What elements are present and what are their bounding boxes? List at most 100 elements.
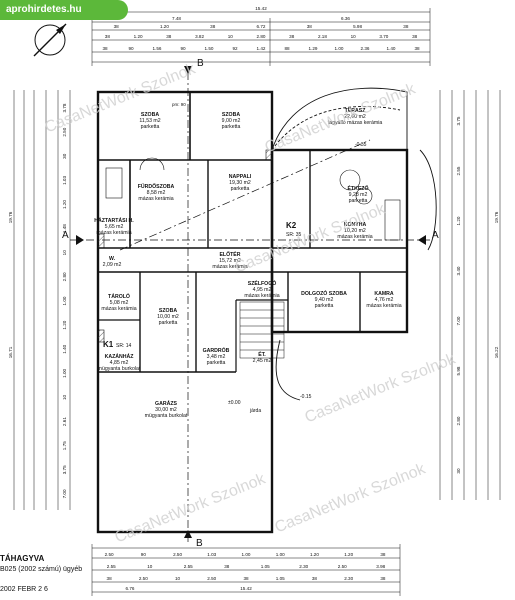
dim-top: 2.36	[361, 46, 370, 51]
dim-bottom: 2.30	[299, 564, 308, 569]
dim-top-total: 15.42	[255, 6, 267, 11]
dim-bottom-total: 15.42	[240, 586, 252, 591]
room-floor: parketta	[159, 320, 178, 326]
dim-top: 1.42	[257, 46, 266, 51]
room-floor: mügyanta burkolat	[145, 413, 188, 419]
walls	[96, 90, 409, 534]
dim-bottom: 1.20	[310, 552, 319, 557]
room-name: KAZÁNHÁZ	[105, 353, 135, 360]
dim-bottom: 1.00	[242, 552, 251, 557]
dim-top: 90	[128, 46, 134, 51]
dim-left: 1.20	[62, 200, 67, 209]
section-lines	[70, 72, 430, 542]
dim-top: 6.36	[341, 16, 350, 21]
dim-top: 3.82	[195, 34, 204, 39]
room-name: GARÁZS	[155, 400, 177, 407]
room-floor: mázas kerámia	[212, 264, 247, 270]
dim-bottom: 2.50	[173, 552, 182, 557]
dimension-lines-bottom	[91, 544, 401, 596]
dim-top: 38	[307, 24, 313, 29]
dim-top: 5.98	[353, 24, 362, 29]
dim-right-total: 19.76	[494, 211, 499, 223]
dim-bottom: 1.03	[207, 552, 216, 557]
dim-top: 38	[105, 34, 111, 39]
room-name: ÉTKEZŐ	[347, 184, 368, 192]
room-area: 5,08 m2	[110, 300, 129, 306]
approval-stamp-title: TÁHAGYVA	[0, 554, 45, 563]
room-area: 4,95 m2	[253, 287, 272, 293]
dim-top: 1.50	[205, 46, 214, 51]
room-name: TERASZ	[345, 108, 367, 114]
dim-bottom: 2.55	[107, 564, 116, 569]
dim-top: 1.00	[335, 46, 344, 51]
level-label-2: -0.35	[355, 142, 367, 148]
dim-top: 92	[232, 46, 238, 51]
dim-top: 90	[180, 46, 186, 51]
level-label: ±0.00	[228, 400, 241, 406]
room-area: 10,00 m2	[157, 314, 179, 320]
room-name: SZOBA	[159, 308, 177, 314]
room-area: 2,09 m2	[103, 262, 122, 268]
dim-left: 2.61	[62, 417, 67, 426]
room-area: 8,58 m2	[147, 190, 166, 196]
dim-left: 2.80	[62, 272, 67, 281]
dim-right: 30	[456, 468, 461, 474]
room-floor: mázas kerámia	[366, 303, 401, 309]
dim-right: 1.20	[456, 216, 461, 225]
section-a-right: A	[432, 230, 439, 241]
dim-bottom: 10	[175, 576, 181, 581]
room-area: 5,65 m2	[105, 224, 124, 230]
dim-left: 1.48	[62, 224, 67, 233]
k2-label: K2	[286, 221, 297, 230]
room-name: SZOBA	[222, 112, 240, 118]
dim-top: 10	[228, 34, 234, 39]
north-arrow-icon	[33, 23, 67, 57]
terrace-outline	[271, 87, 437, 401]
room-name: SZOBA	[141, 112, 159, 118]
room-floor: mázas kerámia	[96, 230, 131, 236]
room-floor: parketta	[349, 198, 368, 204]
dim-bottom: 2.50	[139, 576, 148, 581]
room-floor: fagyálló mázas kerámia	[328, 120, 383, 126]
dim-top: 3.70	[379, 34, 388, 39]
dim-right: 2.55	[456, 166, 461, 175]
room-area: 11,53 m2	[139, 118, 160, 124]
dim-top: 38	[114, 24, 120, 29]
section-b-bottom: B	[196, 538, 203, 549]
room-name: ELŐTÉR	[219, 250, 240, 258]
room-name: KAMRA	[374, 291, 394, 297]
dim-left: 30	[62, 153, 67, 159]
pm-label: pm: 90	[172, 102, 186, 107]
dim-top: 2.80	[257, 34, 266, 39]
site-badge[interactable]: aprohirdetes.hu	[0, 0, 128, 20]
dim-top: 10	[351, 34, 357, 39]
dim-left: 2.50	[62, 127, 67, 136]
room-name: FÜRDŐSZOBA	[138, 183, 175, 190]
dim-left-total: 19.76	[8, 211, 13, 223]
room-floor: mázas kerámia	[337, 234, 372, 240]
room-area: 10,20 m2	[344, 228, 366, 234]
room-floor: mügyanta burkolat	[98, 366, 141, 372]
room-area: 4,85 m2	[110, 360, 129, 366]
dim-left: 1.20	[62, 320, 67, 329]
room-area: 9,40 m2	[315, 297, 334, 303]
dim-top: 38	[289, 34, 295, 39]
dim-top: 1.40	[387, 46, 396, 51]
approval-stamp-line: B025 (2002 számú) ügyéb	[0, 566, 83, 573]
dimension-lines-right	[439, 90, 501, 500]
dim-left: 7.00	[62, 489, 67, 498]
room-area: 9,28 m2	[349, 192, 368, 198]
dim-right: 2.80	[456, 416, 461, 425]
furniture	[105, 157, 401, 241]
